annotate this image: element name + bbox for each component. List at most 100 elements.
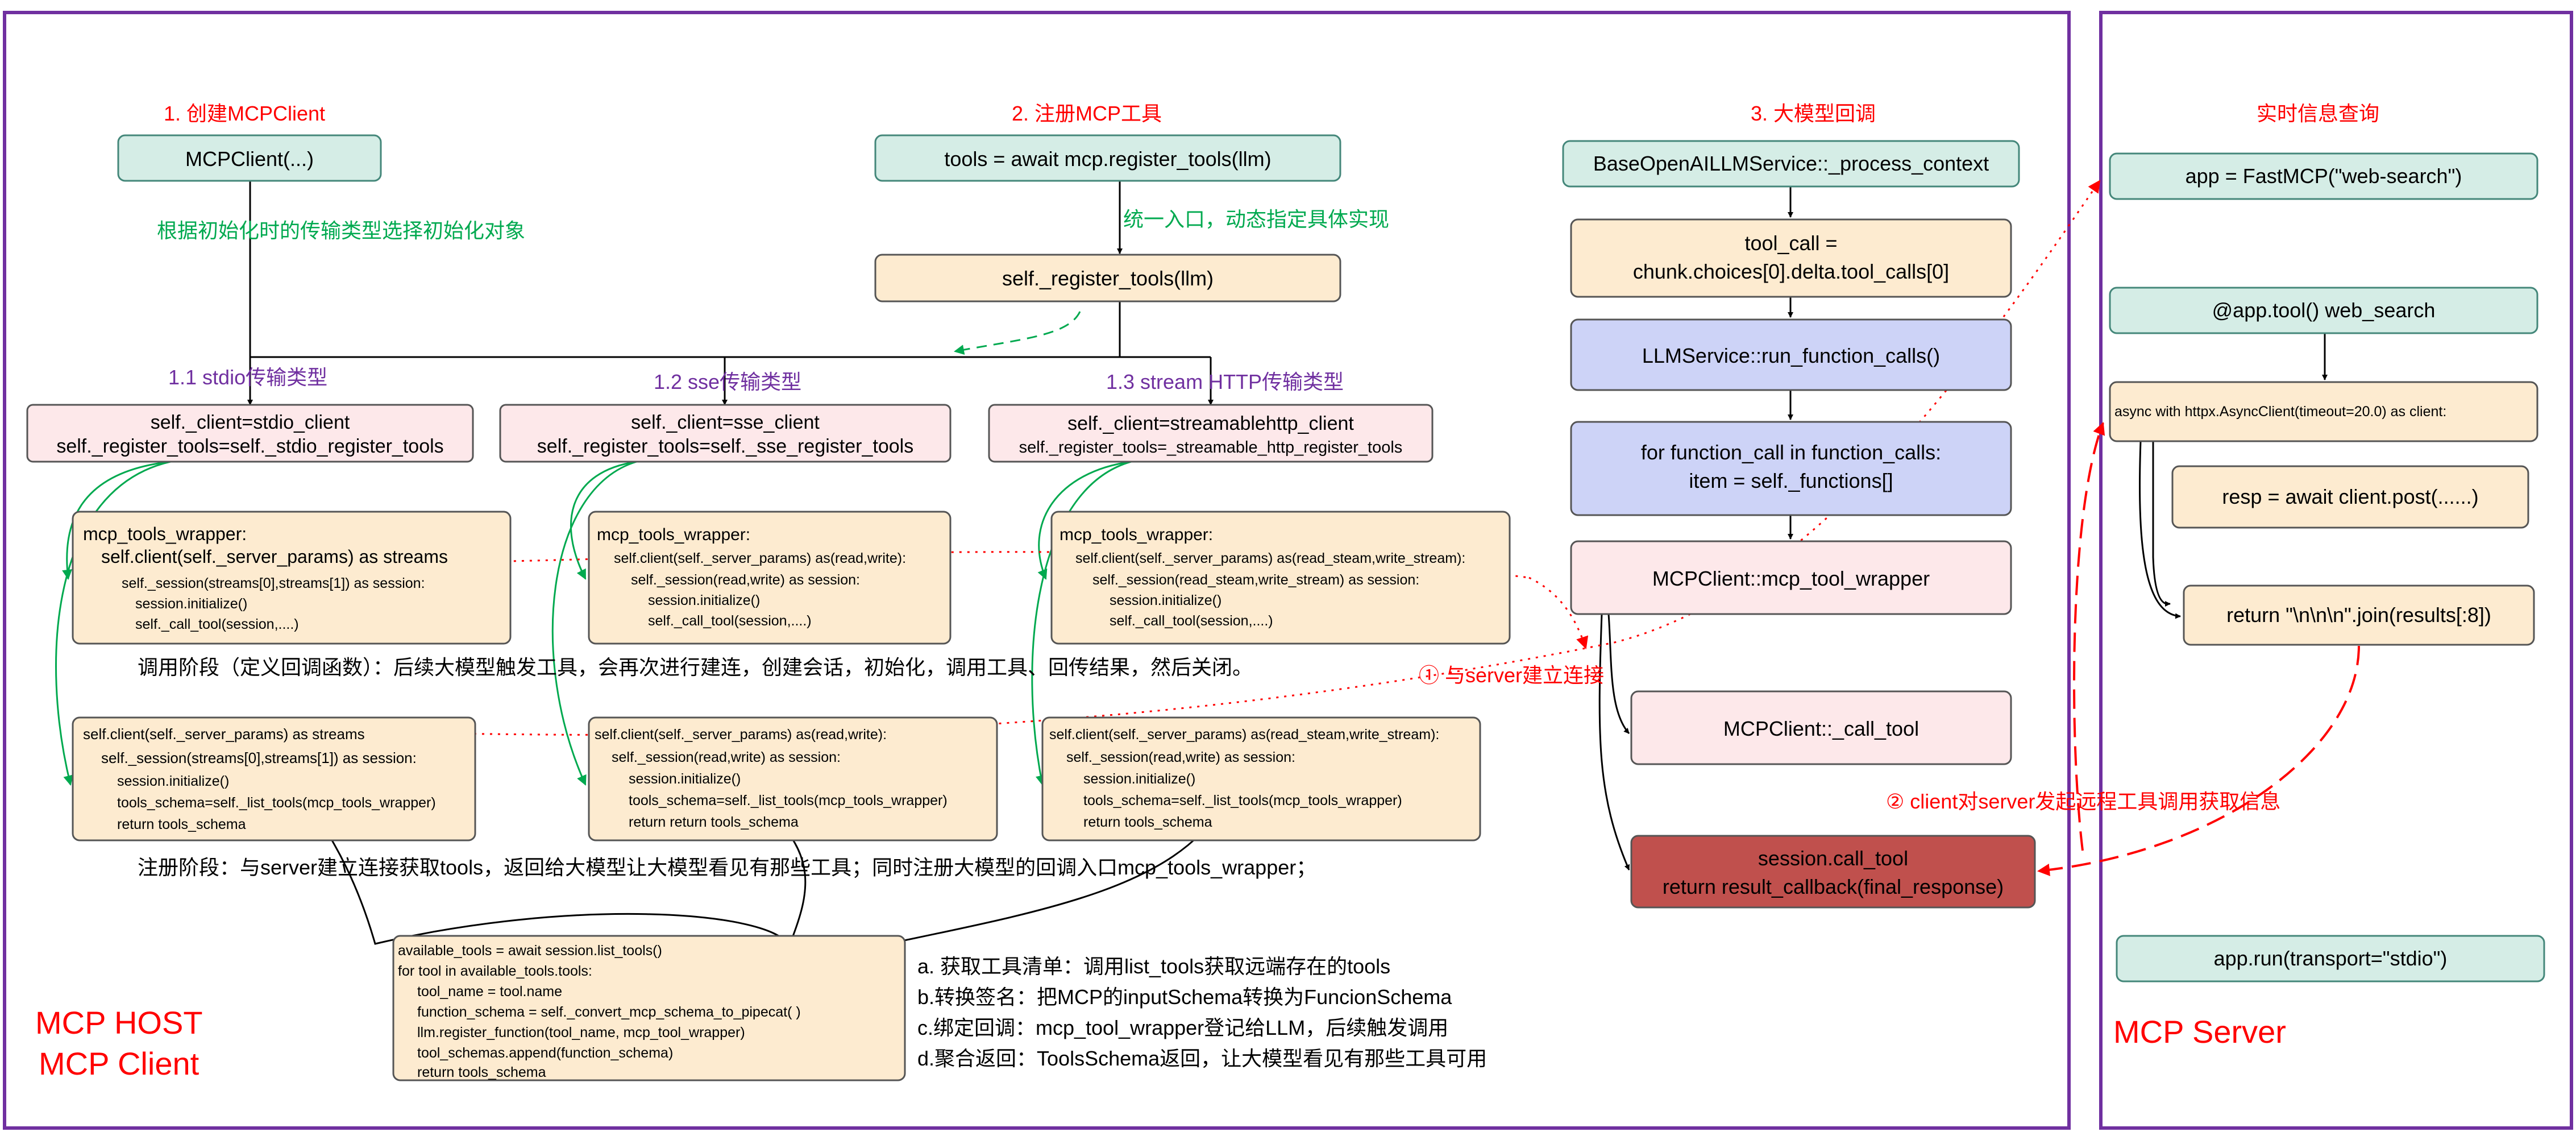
sse-client-box: self._client=sse_client self._register_t… — [499, 404, 952, 463]
svg-text:self._client=streamablehttp_cl: self._client=streamablehttp_client — [1067, 413, 1354, 434]
svg-text:return tools_schema: return tools_schema — [1083, 814, 1212, 830]
process-context-box: BaseOpenAILLMService::_process_context — [1562, 140, 2020, 188]
session-call-tool-box: session.call_tool return result_callback… — [1630, 835, 2036, 909]
svg-text:function_schema = self._conver: function_schema = self._convert_mcp_sche… — [417, 1004, 801, 1020]
svg-text:return tools_schema: return tools_schema — [117, 816, 246, 832]
register-sse-box: self.client(self._server_params) as(read… — [588, 716, 998, 841]
svg-text:self.client(self._server_param: self.client(self._server_params) as stre… — [83, 725, 365, 743]
host-label-line1: MCP HOST — [35, 1005, 203, 1040]
title-llm-callback: 3. 大模型回调 — [1751, 102, 1876, 125]
resp-box: resp = await client.post(......) — [2171, 465, 2529, 529]
step-b: b.转换签名：把MCP的inputSchema转换为FuncionSchema — [917, 985, 1452, 1009]
wrapper-http-box: mcp_tools_wrapper: self.client(self._ser… — [1050, 511, 1511, 645]
svg-text:return result_callback(final_r: return result_callback(final_response) — [1663, 875, 2004, 898]
svg-text:for function_call in function_: for function_call in function_calls: — [1641, 441, 1941, 464]
svg-text:self.client(self._server_param: self.client(self._server_params) as(read… — [614, 550, 906, 566]
svg-text:session.initialize(): session.initialize() — [1083, 771, 1195, 787]
svg-text:self._call_tool(session,....): self._call_tool(session,....) — [1110, 613, 1273, 629]
svg-text:self._call_tool(session,....): self._call_tool(session,....) — [135, 616, 299, 632]
wrapper-sse-box: mcp_tools_wrapper: self.client(self._ser… — [588, 511, 952, 645]
register-tools-call-box: tools = await mcp.register_tools(llm) — [874, 134, 1341, 182]
stdio-client-box: self._client=stdio_client self._register… — [26, 404, 474, 463]
call-tool-method-box: MCPClient::_call_tool — [1630, 690, 2012, 765]
svg-text:session.initialize(): session.initialize() — [629, 771, 741, 787]
step-a: a. 获取工具清单：调用list_tools获取远端存在的tools — [917, 955, 1390, 978]
svg-text:@app.tool() web_search: @app.tool() web_search — [2212, 298, 2436, 322]
svg-text:BaseOpenAILLMService::_process: BaseOpenAILLMService::_process_context — [1593, 152, 1989, 175]
red-dashed-return — [2037, 645, 2360, 876]
svg-text:chunk.choices[0].delta.tool_ca: chunk.choices[0].delta.tool_calls[0] — [1633, 260, 1949, 283]
svg-text:self.client(self._server_param: self.client(self._server_params) as(read… — [1075, 550, 1465, 566]
self-register-tools-box: self._register_tools(llm) — [874, 254, 1341, 302]
host-frame — [3, 11, 2071, 1130]
transport-http-title: 1.3 stream HTTP传输类型 — [1106, 370, 1344, 393]
wrapper-stdio-box: mcp_tools_wrapper: self.client(self._ser… — [72, 511, 512, 645]
svg-text:session.call_tool: session.call_tool — [1758, 847, 1908, 870]
title-register-tools: 2. 注册MCP工具 — [1012, 102, 1162, 125]
svg-text:self._register_tools=_streamab: self._register_tools=_streamable_http_re… — [1019, 438, 1403, 457]
transport-stdio-title: 1.1 stdio传输类型 — [168, 366, 327, 389]
svg-text:session.initialize(): session.initialize() — [135, 596, 247, 612]
http-client-box: self._client=streamablehttp_client self.… — [988, 404, 1434, 463]
svg-text:self._session(read_steam,write: self._session(read_steam,write_stream) a… — [1092, 572, 1419, 588]
host-label-line2: MCP Client — [39, 1046, 200, 1081]
svg-text:session.initialize(): session.initialize() — [1110, 592, 1221, 608]
mcp-client-ctor-box: MCPClient(...) — [117, 134, 382, 182]
svg-text:self._register_tools=self._sse: self._register_tools=self._sse_register_… — [537, 436, 913, 457]
for-function-call-box: for function_call in function_calls: ite… — [1570, 421, 2012, 516]
svg-text:MCPClient::mcp_tool_wrapper: MCPClient::mcp_tool_wrapper — [1652, 567, 1930, 590]
transport-sse-title: 1.2 sse传输类型 — [654, 370, 801, 393]
svg-text:tools_schema=self._list_tools(: tools_schema=self._list_tools(mcp_tools_… — [629, 793, 948, 809]
svg-text:for tool in available_tools.to: for tool in available_tools.tools: — [398, 963, 592, 979]
register-stdio-box: self.client(self._server_params) as stre… — [72, 716, 476, 841]
mcp-client-ctor-text: MCPClient(...) — [185, 147, 314, 171]
svg-text:self._session(read,write) as s: self._session(read,write) as session: — [631, 572, 860, 588]
svg-text:self.client(self._server_param: self.client(self._server_params) as(read… — [595, 727, 887, 743]
svg-text:self.client(self._server_param: self.client(self._server_params) as(read… — [1049, 727, 1439, 743]
steps-list: a. 获取工具清单：调用list_tools获取远端存在的tools b.转换签… — [917, 955, 1487, 1070]
svg-text:self._session(streams[0],strea: self._session(streams[0],streams[1]) as … — [101, 749, 417, 766]
svg-text:return tools_schema: return tools_schema — [417, 1064, 546, 1080]
annotation-invoke-remote: ② client对server发起远程工具调用获取信息 — [1886, 790, 2280, 813]
svg-text:resp = await client.post(.....: resp = await client.post(......) — [2222, 485, 2478, 508]
list-tools-box: available_tools = await session.list_too… — [392, 935, 906, 1081]
svg-text:self._client=sse_client: self._client=sse_client — [631, 412, 820, 433]
server-label: MCP Server — [2113, 1014, 2286, 1050]
svg-text:return return tools_schema: return return tools_schema — [629, 814, 799, 830]
svg-text:self._client=stdio_client: self._client=stdio_client — [151, 412, 350, 433]
register-http-box: self.client(self._server_params) as(read… — [1041, 716, 1481, 841]
svg-text:session.initialize(): session.initialize() — [648, 592, 760, 608]
svg-text:self._register_tools=self._std: self._register_tools=self._stdio_registe… — [56, 436, 443, 457]
annotation-call-phase: 调用阶段（定义回调函数）：后续大模型触发工具，会再次进行建连，创建会话，初始化，… — [138, 656, 1253, 679]
svg-text:self._session(streams[0],strea: self._session(streams[0],streams[1]) as … — [122, 575, 425, 591]
svg-text:MCPClient::_call_tool: MCPClient::_call_tool — [1723, 717, 1919, 740]
annotation-register-phase: 注册阶段：与server建立连接获取tools，返回给大模型让大模型看见有那些工… — [138, 856, 1316, 879]
fastmcp-box: app = FastMCP("web-search") — [2109, 152, 2538, 200]
svg-text:tools_schema=self._list_tools(: tools_schema=self._list_tools(mcp_tools_… — [1083, 793, 1402, 809]
svg-text:mcp_tools_wrapper:: mcp_tools_wrapper: — [83, 524, 247, 544]
svg-text:app = FastMCP("web-search"): app = FastMCP("web-search") — [2186, 164, 2462, 188]
async-with-box: async with httpx.AsyncClient(timeout=20.… — [2109, 381, 2538, 442]
svg-text:tools_schema=self._list_tools(: tools_schema=self._list_tools(mcp_tools_… — [117, 795, 436, 811]
svg-text:llm.register_function(tool_nam: llm.register_function(tool_name, mcp_too… — [417, 1025, 745, 1040]
connector-green-dashed — [954, 311, 1081, 355]
return-join-box: return "\n\n\n".join(results[:8]) — [2183, 584, 2535, 646]
step-c: c.绑定回调：mcp_tool_wrapper登记给LLM，后续触发调用 — [917, 1016, 1448, 1039]
red-dashed-request — [2073, 422, 2105, 851]
svg-text:mcp_tools_wrapper:: mcp_tools_wrapper: — [1060, 525, 1213, 544]
annotation-connect-server: ① 与server建立连接 — [1419, 664, 1604, 687]
mcp-tool-wrapper-box: MCPClient::mcp_tool_wrapper — [1570, 540, 2012, 615]
title-create-client: 1. 创建MCPClient — [164, 102, 325, 125]
svg-text:self._call_tool(session,....): self._call_tool(session,....) — [648, 613, 812, 629]
svg-text:session.initialize(): session.initialize() — [117, 773, 229, 789]
step-d: d.聚合返回：ToolsSchema返回，让大模型看见有那些工具可用 — [917, 1047, 1487, 1070]
svg-text:available_tools = await sessio: available_tools = await session.list_too… — [398, 943, 662, 959]
svg-text:self._session(read,write) as s: self._session(read,write) as session: — [612, 749, 841, 765]
svg-text:return "\n\n\n".join(results[:: return "\n\n\n".join(results[:8]) — [2226, 603, 2491, 627]
svg-text:app.run(transport="stdio"): app.run(transport="stdio") — [2214, 947, 2448, 970]
svg-text:mcp_tools_wrapper:: mcp_tools_wrapper: — [597, 525, 750, 544]
svg-text:item = self._functions[]: item = self._functions[] — [1689, 469, 1893, 492]
svg-text:self.client(self._server_param: self.client(self._server_params) as stre… — [101, 546, 448, 567]
tool-call-box: tool_call = chunk.choices[0].delta.tool_… — [1570, 218, 2012, 298]
svg-text:LLMService::run_function_calls: LLMService::run_function_calls() — [1642, 344, 1940, 367]
